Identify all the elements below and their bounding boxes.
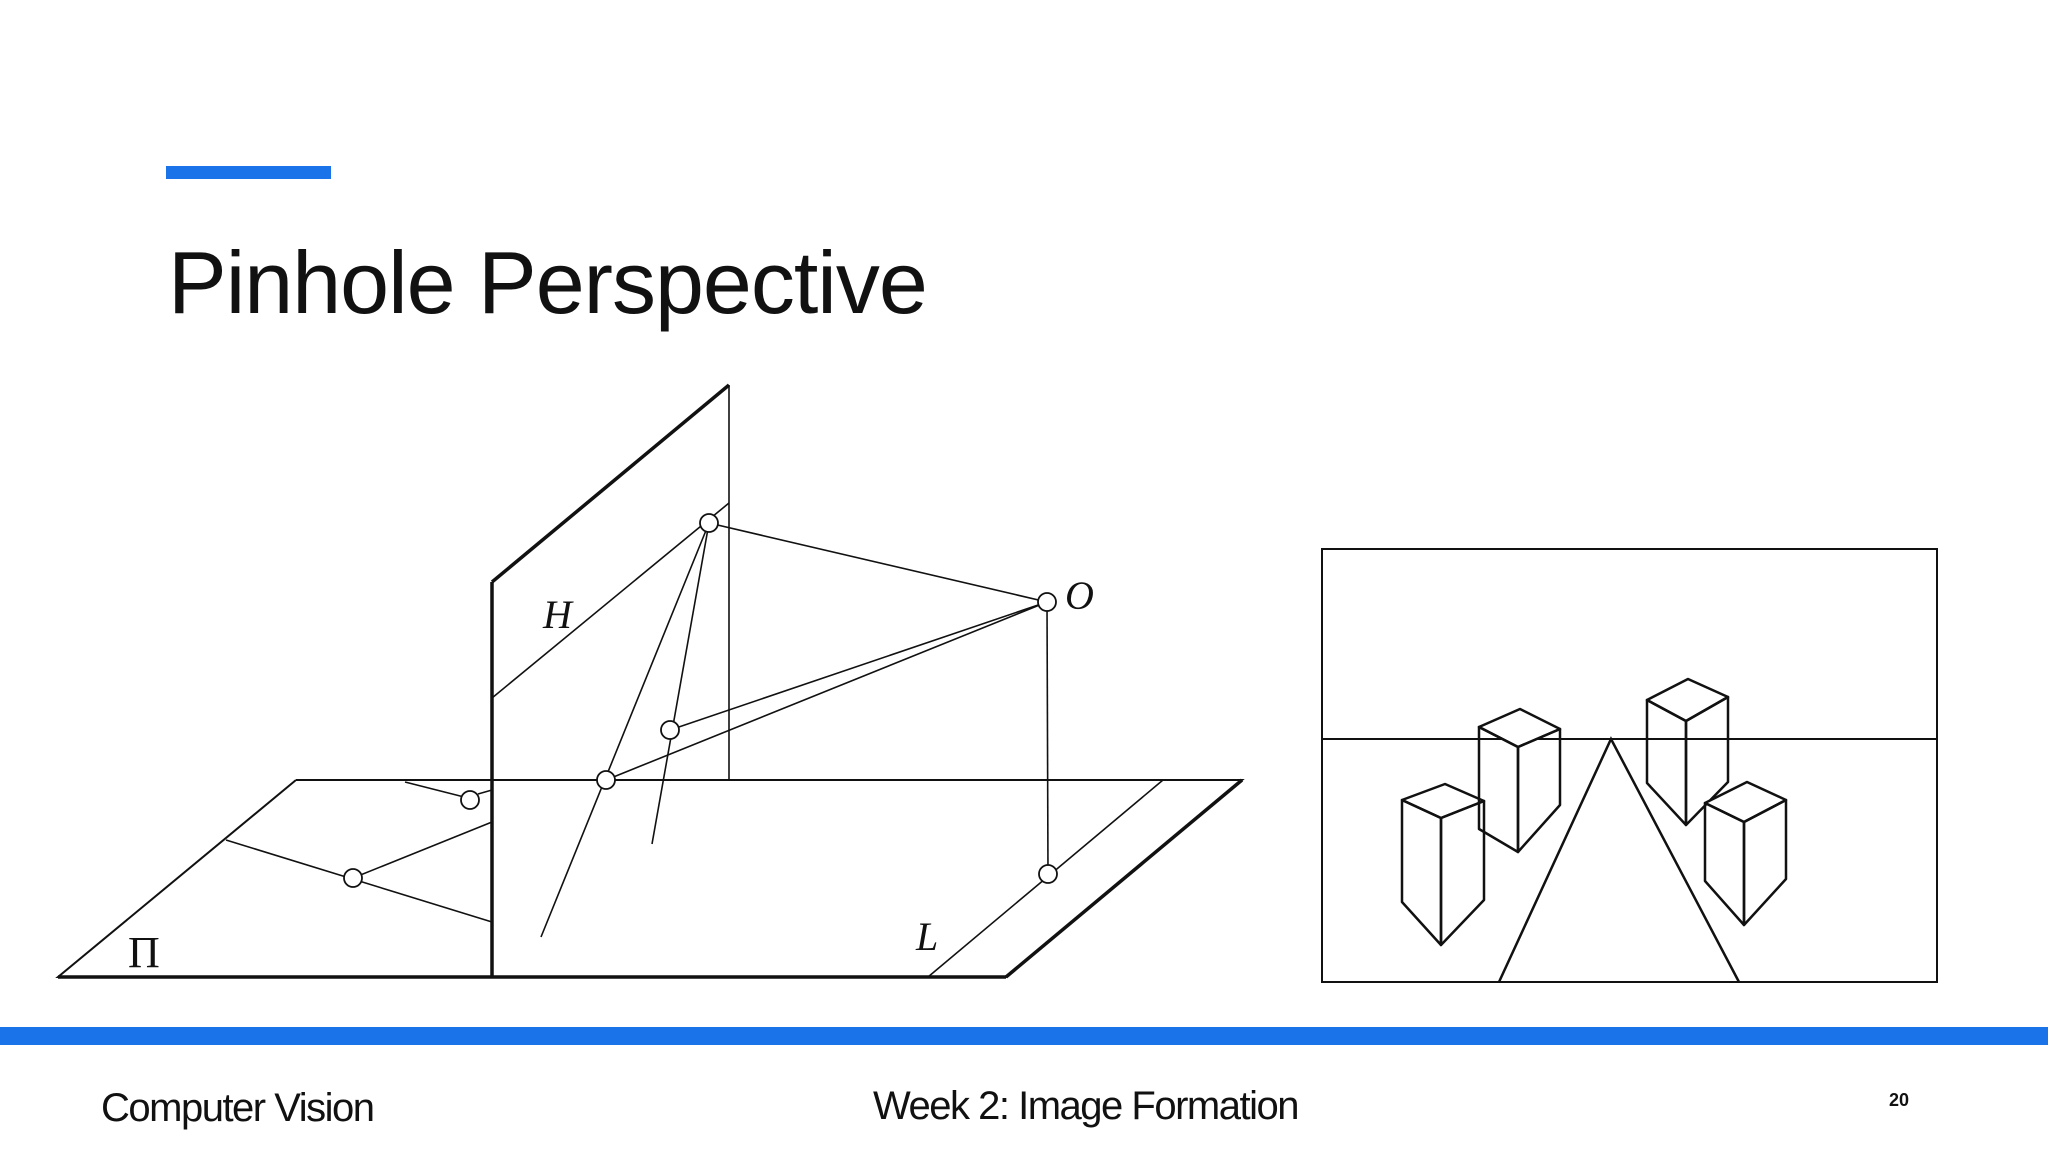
footer-bar — [0, 1027, 2048, 1045]
point-o — [1037, 592, 1057, 612]
ground-plane-right-edge — [1004, 778, 1244, 979]
road — [1497, 736, 1741, 983]
ground-line-b — [352, 821, 493, 879]
point-ground-b — [460, 790, 480, 810]
perspective-construction-diagram — [55, 383, 1245, 979]
box-back-left — [1477, 707, 1562, 854]
picture-plane-top-edge — [490, 383, 731, 584]
image-of-line-l — [540, 522, 710, 938]
box-front-left — [1400, 782, 1486, 947]
ground-line-d — [477, 789, 493, 795]
point-image-upper — [660, 720, 680, 740]
perpendicular-from-o — [1046, 601, 1049, 875]
image-frame — [1321, 548, 1938, 983]
slide-title: Pinhole Perspective — [168, 233, 928, 332]
label-l: L — [915, 914, 938, 959]
title-accent-bar — [166, 166, 331, 179]
label-pi: Π — [128, 928, 160, 977]
footer-course-name: Computer Vision — [101, 1086, 375, 1130]
label-o: O — [1065, 573, 1094, 618]
ground-plane-outline — [55, 779, 1245, 978]
point-ground-a — [343, 868, 363, 888]
ground-line-c — [404, 781, 473, 800]
box-front-right — [1703, 780, 1788, 927]
page-number: 20 — [1889, 1090, 1910, 1110]
point-image-lower — [596, 770, 616, 790]
ray-vanishing-point — [708, 522, 1048, 603]
point-on-line-l — [1038, 864, 1058, 884]
perspective-image-illustration — [1321, 548, 1938, 983]
footer-lecture-title: Week 2: Image Formation — [873, 1084, 1299, 1128]
ray-upper — [669, 601, 1048, 731]
horizon-line — [491, 502, 730, 699]
box-back-right — [1645, 677, 1730, 827]
ray-lower — [605, 601, 1048, 781]
label-h: H — [542, 592, 574, 637]
point-vanishing — [699, 513, 719, 533]
image-vanishing-line — [651, 522, 710, 845]
